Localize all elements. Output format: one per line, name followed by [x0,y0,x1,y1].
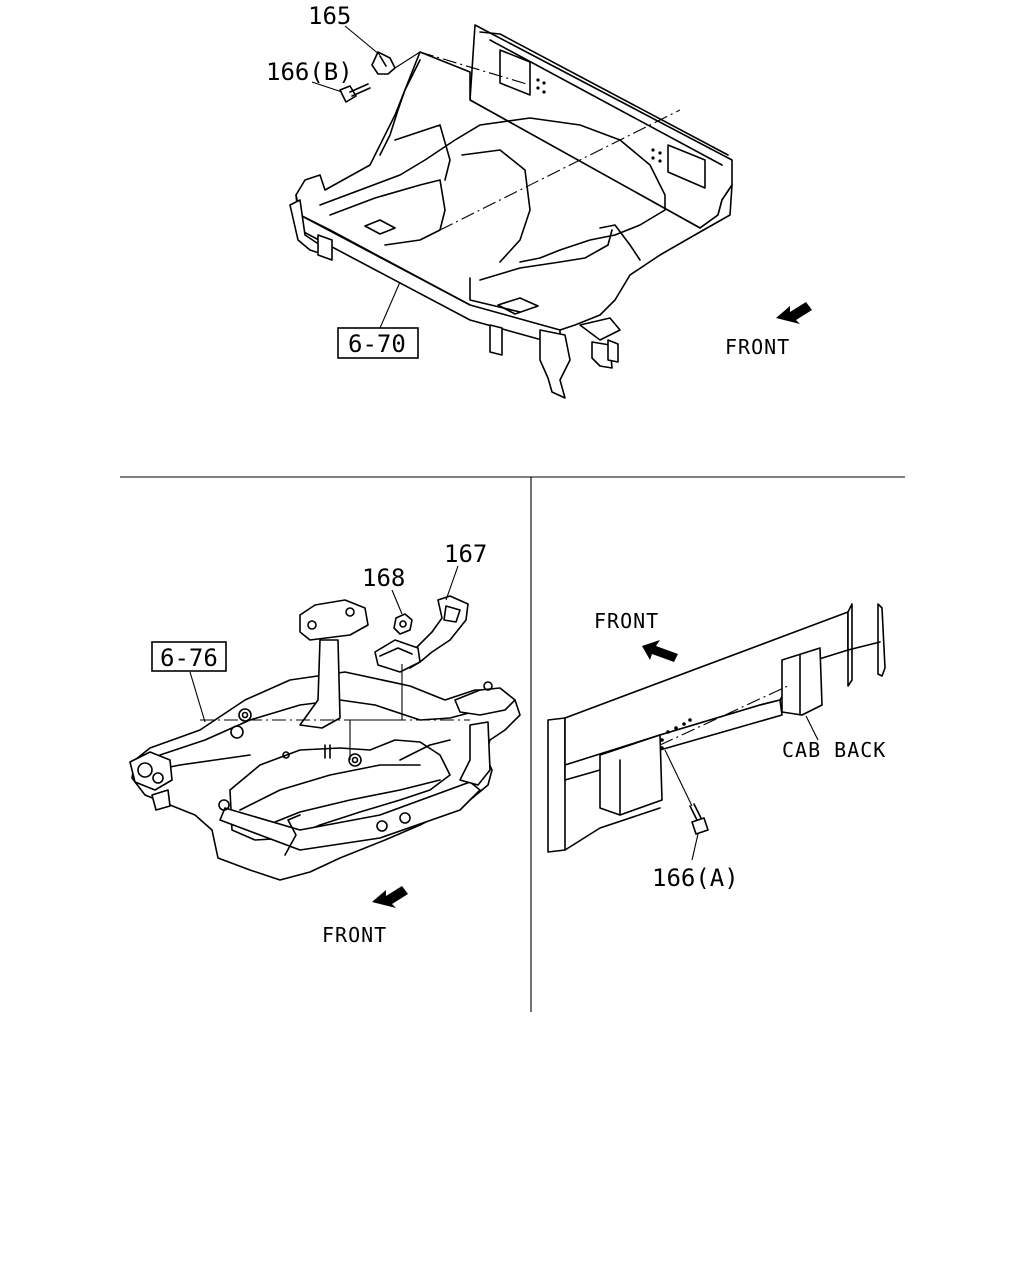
underbody-drawing [129,565,521,908]
bottom-left-front-label: FRONT [322,923,387,947]
top-floor-panel-drawing [289,24,812,399]
front-arrow-icon [642,640,678,662]
bottom-right-front-label: FRONT [594,609,659,633]
front-arrow-icon [372,886,408,908]
bolt-icon [339,83,371,103]
bolt-holes [660,718,692,750]
bolt-icon [689,803,709,835]
part-167-label: 167 [444,540,487,568]
top-front-label: FRONT [725,335,790,359]
front-arrow-icon [776,302,812,324]
cab-back-label: CAB BACK [782,738,886,762]
ref-box-6-70: 6-70 [348,330,406,358]
ref-box-6-76-frame [151,641,227,672]
cab-back-drawing [547,603,886,861]
nut-icon [393,613,413,635]
weld-dots [536,78,662,163]
ref-box-6-76: 6-76 [160,644,218,672]
part-166b-label: 166(B) [266,58,353,86]
ref-box-6-70-frame [337,327,419,359]
part-168-label: 168 [362,564,405,592]
part-166a-label: 166(A) [652,864,739,892]
part-165-label: 165 [308,2,351,30]
